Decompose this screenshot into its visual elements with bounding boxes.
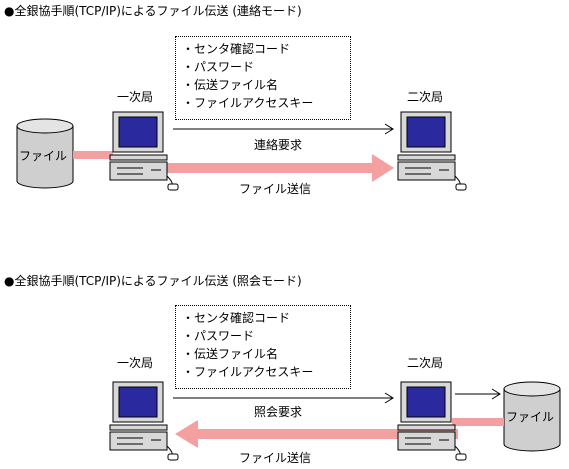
- file-label: ファイル: [19, 149, 68, 163]
- file-transfer-arrow: [175, 420, 458, 448]
- request-arrow: [173, 123, 394, 135]
- section1-info-box: ・センタ確認コード ・パスワード ・伝送ファイル名 ・ファイルアクセスキー: [175, 36, 351, 120]
- info-item: ・ファイルアクセスキー: [182, 365, 314, 379]
- computer-icon: [109, 381, 179, 461]
- file-link-bar: [73, 151, 113, 159]
- arrow-icon: [455, 388, 501, 400]
- file-link-bar: [452, 418, 504, 426]
- section2-info-box: ・センタ確認コード ・パスワード ・伝送ファイル名 ・ファイルアクセスキー: [175, 305, 351, 389]
- section1-title: ●全銀協手順(TCP/IP)によるファイル伝送 (連絡モード): [4, 4, 302, 18]
- computer-icon: [109, 111, 179, 191]
- transfer-label: ファイル送信: [239, 182, 312, 196]
- file-cylinder-icon: [503, 381, 561, 452]
- request-label: 照会要求: [254, 405, 303, 419]
- info-item: ・パスワード: [182, 329, 255, 343]
- transfer-label: ファイル送信: [239, 451, 312, 465]
- info-item: ・ファイルアクセスキー: [182, 96, 314, 110]
- request-arrow: [173, 392, 394, 404]
- info-item: ・パスワード: [182, 60, 255, 74]
- secondary-station-label: 二次局: [407, 90, 444, 104]
- info-item: ・センタ確認コード: [182, 311, 291, 325]
- primary-station-label: 一次局: [117, 356, 154, 370]
- secondary-station-label: 二次局: [407, 356, 444, 370]
- info-item: ・センタ確認コード: [182, 42, 291, 56]
- info-item: ・伝送ファイル名: [182, 347, 279, 361]
- file-cylinder-icon: [16, 118, 74, 189]
- info-item: ・伝送ファイル名: [182, 78, 279, 92]
- computer-icon: [397, 111, 467, 191]
- file-transfer-arrow: [110, 154, 394, 182]
- file-label: ファイル: [506, 410, 555, 424]
- primary-station-label: 一次局: [117, 90, 154, 104]
- request-label: 連絡要求: [254, 138, 303, 152]
- computer-icon: [397, 381, 467, 461]
- section2-title: ●全銀協手順(TCP/IP)によるファイル伝送 (照会モード): [4, 274, 302, 288]
